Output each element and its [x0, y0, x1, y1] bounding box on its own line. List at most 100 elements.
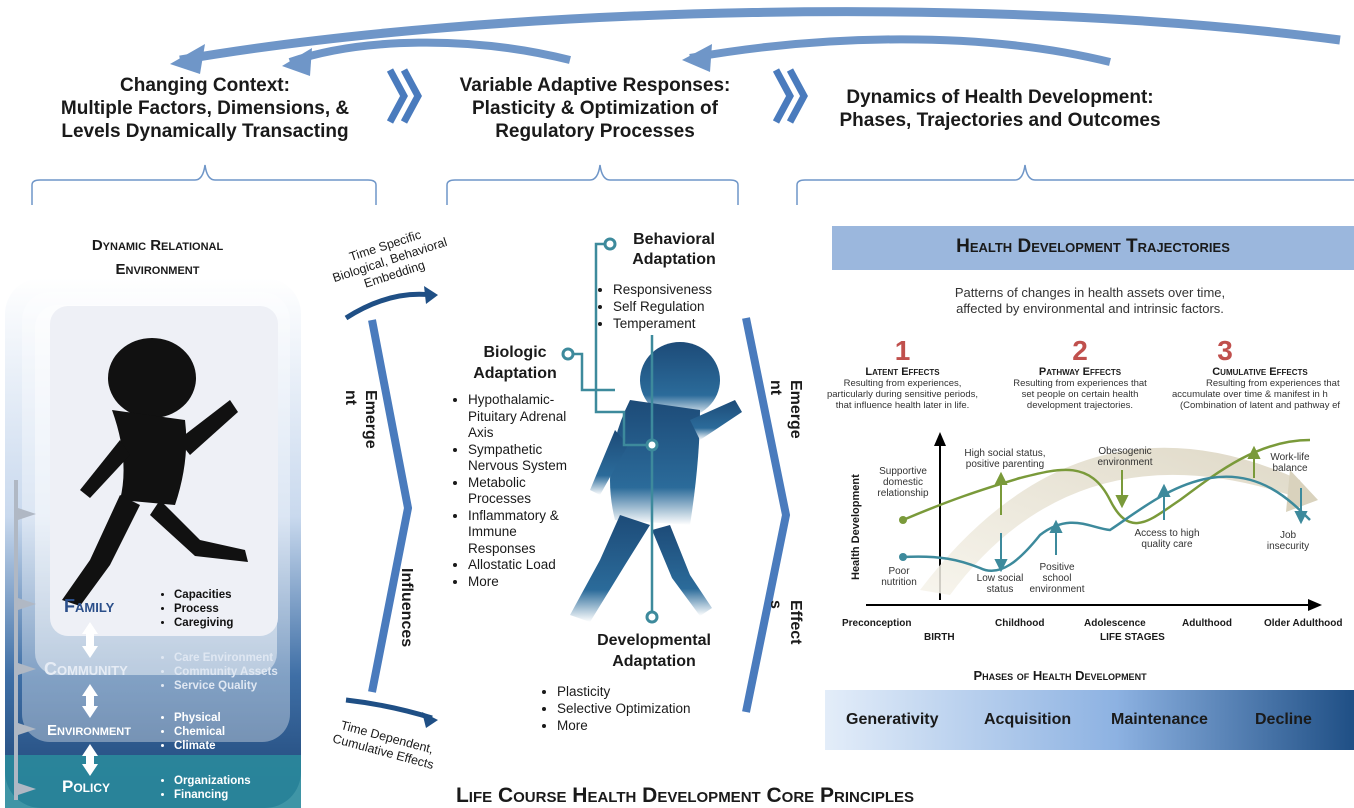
- developmental-list: Plasticity Selective Optimization More: [541, 683, 691, 734]
- list-item: Chemical: [174, 725, 225, 739]
- header-adaptive-line: Regulatory Processes: [495, 121, 695, 142]
- child-silhouette-icon: [62, 338, 248, 606]
- annotation-line: insecurity: [1266, 541, 1310, 552]
- header-adaptive: Variable Adaptive Responses: Plasticity …: [440, 74, 750, 143]
- emergent-left-label: Emerge nt: [340, 390, 380, 460]
- time-dependent-arrow: [345, 697, 433, 721]
- annotation-access-care: Access to high quality care: [1125, 528, 1209, 550]
- phases-bar: [825, 690, 1354, 750]
- annotation-line: relationship: [877, 488, 929, 499]
- feedback-arc-left: [288, 38, 571, 66]
- life-stages-label: LIFE STAGES: [1100, 632, 1165, 643]
- level-environment-label: Environment: [47, 722, 131, 739]
- feedback-arc-large-head: [170, 44, 205, 74]
- chevron-left-double: [386, 68, 422, 124]
- stage-adulthood: Adulthood: [1182, 618, 1232, 629]
- annotation-line: quality care: [1141, 539, 1193, 550]
- trajectories-subtitle-line: Patterns of changes in health assets ove…: [954, 285, 1226, 300]
- annotation-line: domestic: [882, 477, 923, 488]
- level-community-items: Care Environment Community Assets Servic…: [160, 651, 278, 693]
- effect-cumulative: 3 Cumulative Effects Resulting from expe…: [1170, 336, 1354, 411]
- annotation-line: Work-life: [1270, 452, 1310, 463]
- emergent-right-line: nt: [767, 380, 784, 396]
- annotation-line: environment: [1029, 584, 1085, 595]
- phases-title: Phases of Health Development: [973, 668, 1147, 683]
- annotation-line: Low social: [976, 573, 1024, 584]
- header-context-line: Multiple Factors, Dimensions, &: [60, 98, 350, 119]
- trend-arrow-band: [920, 447, 1304, 595]
- header-dynamics: Dynamics of Health Development: Phases, …: [830, 86, 1170, 132]
- level-double-arrows: [82, 622, 98, 776]
- environment-title: Dynamic Relational Environment: [50, 234, 265, 282]
- feedback-arc-right-head: [682, 44, 712, 72]
- effect-desc-line: development trajectories.: [1026, 400, 1134, 411]
- graph-arrows-teal: [994, 483, 1308, 573]
- effects-label: Effect s: [765, 600, 805, 660]
- phase-acquisition: Acquisition: [984, 711, 1072, 728]
- circuit-nodes: [561, 237, 659, 624]
- level-policy-label: Policy: [62, 777, 111, 796]
- behavioral-title-line: Behavioral: [633, 231, 715, 248]
- side-arrows: [14, 480, 36, 800]
- chevron-left-big: [368, 319, 413, 693]
- trajectories-banner-title: Health Development Trajectories: [956, 236, 1230, 257]
- effect-desc-line: Resulting from experiences that: [1013, 378, 1147, 389]
- annotation-line: Job: [1279, 530, 1297, 541]
- environment-title-line: Environment: [115, 261, 200, 278]
- graph-arrows-olive: [994, 445, 1261, 515]
- list-item: Inflammatory & Immune Responses: [468, 508, 572, 558]
- list-item: More: [557, 717, 691, 734]
- trajectories-banner: [832, 226, 1354, 270]
- footer-title: Life Course Health Development Core Prin…: [455, 784, 915, 807]
- annotation-supportive: Supportive domestic relationship: [868, 466, 938, 499]
- biologic-title: Biologic Adaptation: [465, 342, 565, 384]
- list-item: Capacities: [174, 588, 233, 602]
- effects-line: Effect: [787, 600, 804, 645]
- list-item: Allostatic Load: [468, 557, 572, 574]
- list-item: Caregiving: [174, 616, 233, 630]
- list-item: Hypothalamic-Pituitary Adrenal Axis: [468, 392, 572, 442]
- biologic-title-line: Biologic: [483, 344, 547, 361]
- child-center-silhouette-icon: [570, 342, 742, 622]
- chevron-right-double: [772, 68, 808, 124]
- developmental-title: Developmental Adaptation: [584, 630, 724, 672]
- level-environment-items: Physical Chemical Climate: [160, 711, 225, 753]
- list-item: Climate: [174, 739, 225, 753]
- annotation-line: Poor: [888, 566, 910, 577]
- circuit-lines: [570, 242, 654, 617]
- annotation-line: nutrition: [881, 577, 917, 588]
- list-item: More: [468, 574, 572, 591]
- phase-decline: Decline: [1255, 711, 1312, 728]
- biologic-title-line: Adaptation: [473, 365, 557, 382]
- list-item: Plasticity: [557, 683, 691, 700]
- annotation-line: school: [1042, 573, 1072, 584]
- header-dynamics-line: Dynamics of Health Development:: [846, 87, 1154, 108]
- header-context: Changing Context: Multiple Factors, Dime…: [40, 74, 370, 143]
- annotation-line: High social status,: [964, 448, 1046, 459]
- annotation-line: positive parenting: [965, 459, 1045, 470]
- emergent-left-line: nt: [342, 390, 359, 406]
- stage-childhood: Childhood: [995, 618, 1045, 629]
- behavioral-title-line: Adaptation: [632, 251, 716, 268]
- brace-right: [796, 164, 1354, 205]
- effect-desc-line: Resulting from experiences,: [843, 378, 962, 389]
- brace-middle: [446, 164, 739, 205]
- effect-title: Latent Effects: [865, 366, 940, 378]
- annotation-line: Positive: [1039, 562, 1075, 573]
- header-adaptive-line: Variable Adaptive Responses:: [459, 75, 731, 96]
- behavioral-list: Responsiveness Self Regulation Temperame…: [597, 281, 712, 332]
- level-family-label: Family: [64, 596, 115, 616]
- annotation-line: balance: [1272, 463, 1308, 474]
- trajectory-teal: [902, 475, 1311, 573]
- header-adaptive-line: Plasticity & Optimization of: [472, 98, 718, 119]
- annotation-obesogenic: Obesogenic environment: [1090, 446, 1160, 468]
- chevron-right-big: [742, 317, 791, 713]
- annotation-line: Supportive: [879, 466, 927, 477]
- list-item: Process: [174, 602, 233, 616]
- annotation-line: environment: [1097, 457, 1153, 468]
- influences-label: Influences: [398, 568, 415, 648]
- effect-number: 1: [894, 335, 911, 366]
- effect-number: 3: [1217, 336, 1233, 366]
- effect-desc-line: particularly during sensitive periods,: [826, 389, 979, 400]
